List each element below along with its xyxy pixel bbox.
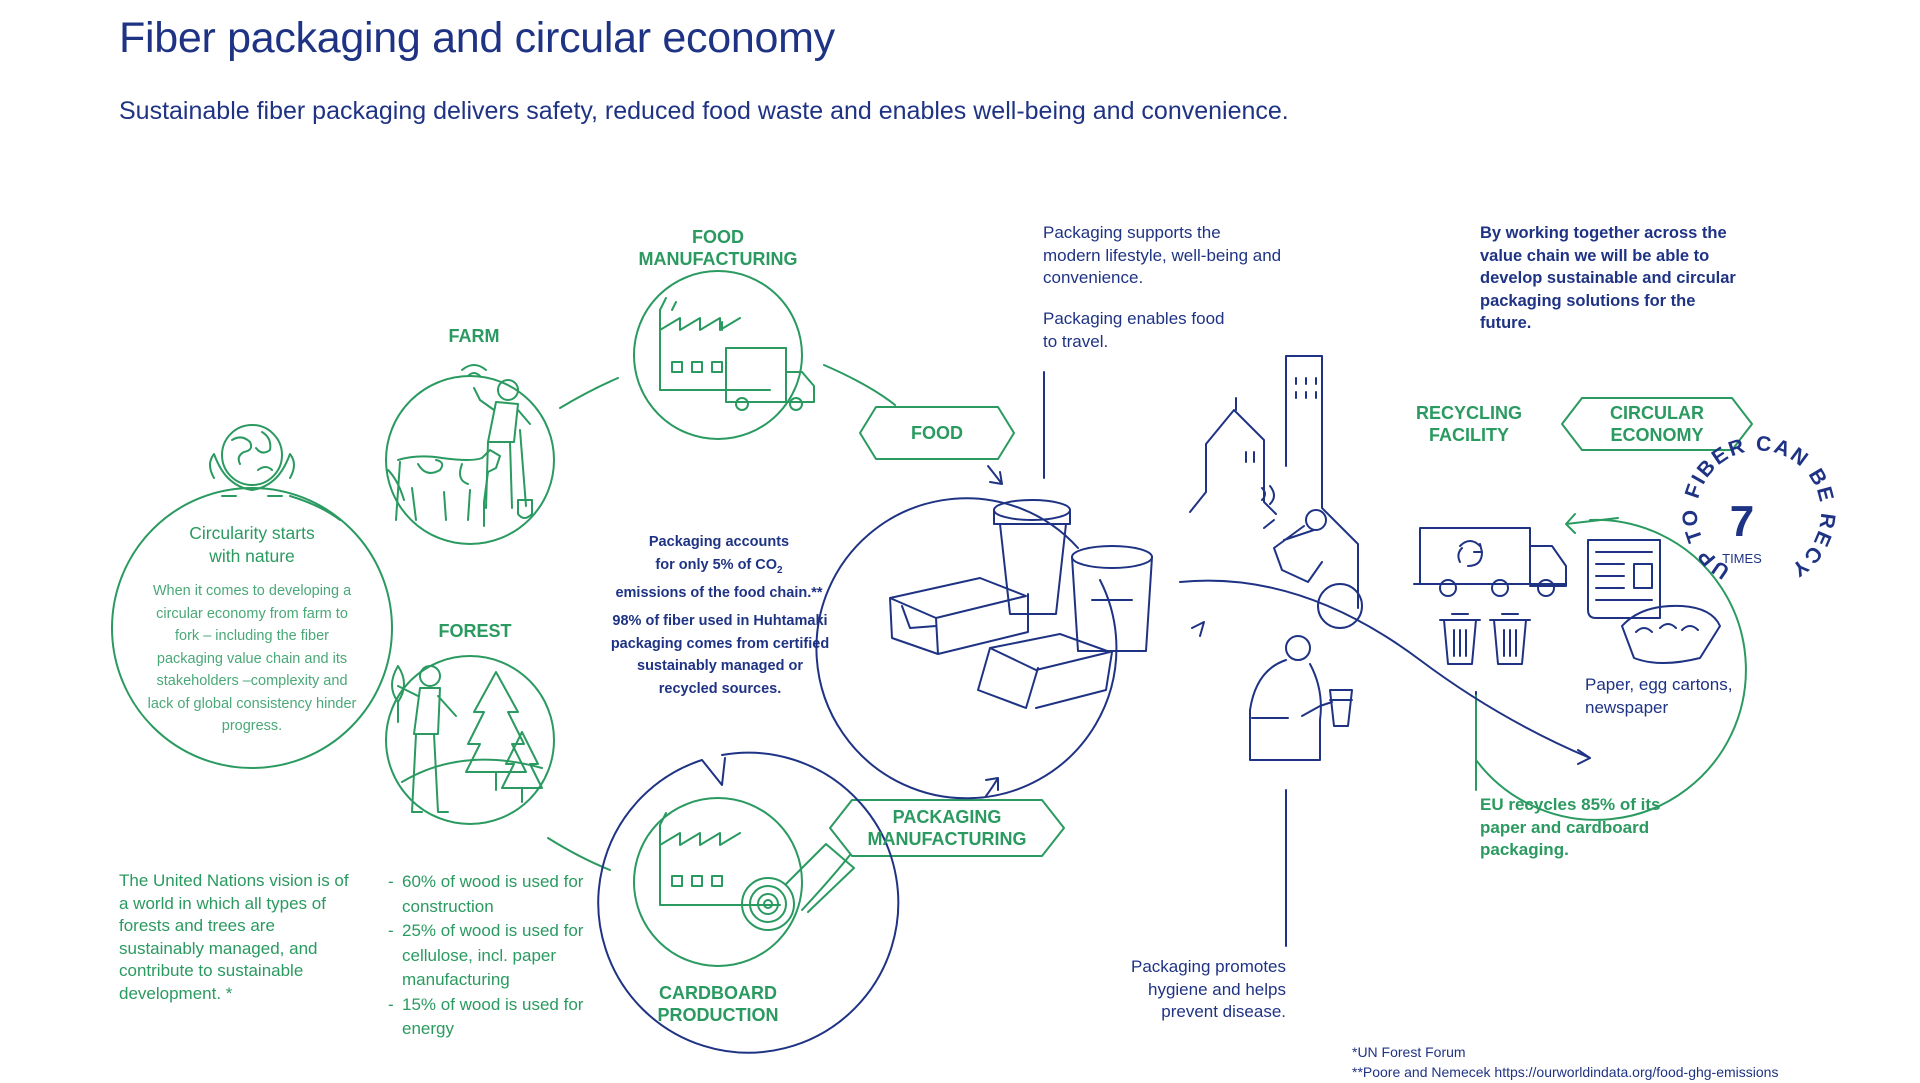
globe-hands-icon [209,424,295,497]
co2-text: Packaging accounts for only 5% of CO2 em… [604,531,834,604]
cardboard-circle [633,797,803,967]
hygiene-text: Packaging promotes hygiene and helps pre… [1131,957,1286,1021]
co2-line-1: Packaging accounts [648,534,790,550]
lifestyle-text: Packaging supports the modern lifestyle,… [1043,223,1282,287]
food-tag: FOOD [911,423,963,443]
fiber-source-text: 98% of fiber used in Huhtamaki packaging… [610,613,830,697]
co2-circle [597,751,900,1054]
wood-use-item: 60% of wood is used for construction [388,870,608,919]
cardboard-production-label: CARDBOARD PRODUCTION [657,983,779,1025]
recycling-truck-icon [1413,527,1567,597]
page-subtitle: Sustainable fiber packaging delivers saf… [119,97,1289,125]
food-manufacturing-label: FOOD MANUFACTURING [638,227,798,269]
packaging-circle [815,497,1118,800]
forest-person-icon [391,665,543,813]
footnote-un: *UN Forest Forum [1352,1044,1466,1060]
circular-economy-tag: CIRCULAR ECONOMY [1610,403,1704,445]
co2-line-2-text: for only 5% of CO [655,556,778,573]
nature-body: When it comes to developing a circular e… [147,583,357,734]
page-title: Fiber packaging and circular economy [119,14,835,62]
food-tag-shape [859,406,1015,460]
city-cyclist-icon [1189,355,1363,629]
egg-carton-icon [1621,604,1721,664]
wood-use-item: 25% of wood is used for cellulose, incl.… [388,919,608,993]
packaging-manufacturing-tag: PACKAGING MANUFACTURING [867,807,1027,849]
eu-recycling-text: EU recycles 85% of its paper and cardboa… [1480,795,1661,859]
recycled-items-text: Paper, egg cartons, newspaper [1585,675,1733,717]
co2-line-3: emissions of the food chain.** [615,584,823,601]
person-drink-icon [1249,635,1353,761]
farmer-cow-icon [387,364,533,527]
factory-roll-icon [659,812,855,931]
nature-circle [111,487,393,769]
badge-unit: TIMES [1722,551,1762,566]
nature-heading: Circularity starts with nature [189,523,315,566]
co2-subscript: 2 [777,564,783,576]
packaging-icon [889,499,1153,709]
forest-circle [385,655,555,825]
recycling-facility-label: RECYCLING FACILITY [1415,403,1522,445]
travel-text: Packaging enables food to travel. [1043,309,1225,351]
farm-circle [385,375,555,545]
farm-label: FARM [448,326,500,346]
un-vision-text: The United Nations vision is of a world … [119,871,349,1003]
together-text: By working together across the value cha… [1480,224,1736,332]
footnote-source: **Poore and Nemecek https://ourworldinda… [1352,1064,1779,1080]
packaging-mfg-tag-shape [829,799,1065,857]
factory-truck-icon [659,297,815,411]
food-mfg-circle [633,270,803,440]
trash-bin-icon [1439,613,1531,665]
wood-uses-list: 60% of wood is used for construction 25%… [388,870,608,1042]
wood-use-item: 15% of wood is used for energy [388,993,608,1042]
circular-economy-tag-shape [1561,397,1753,451]
co2-line-2: for only 5% of CO2 [604,554,834,582]
badge-number: 7 [1729,497,1755,546]
forest-label: FOREST [438,621,512,641]
newspaper-icon [1587,539,1661,619]
